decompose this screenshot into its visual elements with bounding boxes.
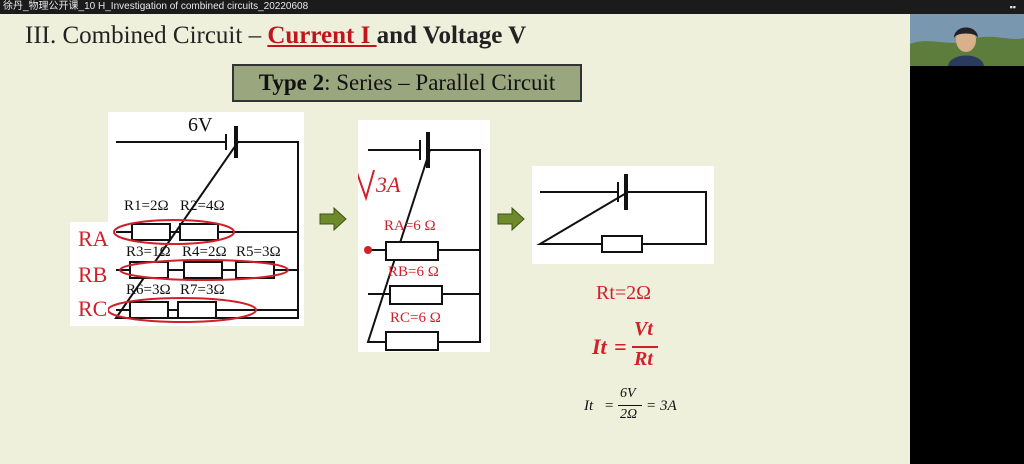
- window-title: 徐丹_物理公开课_10 H_Investigation of combined …: [3, 1, 309, 12]
- circuit-1-diagram: [108, 126, 299, 323]
- arrow-icon-1: [319, 206, 347, 232]
- window-titlebar: 徐丹_物理公开课_10 H_Investigation of combined …: [0, 0, 1024, 14]
- label-r6: R6=3Ω: [126, 282, 171, 298]
- circuit-3-panel: [532, 166, 714, 264]
- video-sidebar: [910, 14, 1024, 464]
- label-rb: RB=6 Ω: [388, 264, 439, 280]
- label-r5: R5=3Ω: [236, 244, 281, 260]
- battery-label-6v: 6V: [188, 114, 213, 136]
- type-label-box: Type 2: Series – Parallel Circuit: [232, 64, 582, 102]
- branch-label-c: RC: [78, 296, 108, 321]
- presenter-video-thumbnail[interactable]: [910, 14, 1024, 66]
- label-r2: R2=4Ω: [180, 198, 225, 214]
- branch-label-b: RB: [78, 262, 108, 287]
- presentation-slide: III. Combined Circuit – Current I and Vo…: [0, 14, 910, 464]
- arrow-icon-2: [497, 206, 525, 232]
- presenter-video-icon: [910, 14, 1024, 66]
- circuit-3-diagram: [536, 174, 707, 253]
- more-options-icon[interactable]: ▪▪: [1009, 2, 1016, 12]
- label-r4: R4=2Ω: [182, 244, 227, 260]
- slide-heading: III. Combined Circuit – Current I and Vo…: [25, 22, 527, 49]
- label-r7: R7=3Ω: [180, 282, 225, 298]
- branch-label-box: [70, 222, 108, 326]
- total-resistance-label: Rt=2Ω: [596, 282, 652, 304]
- label-rc: RC=6 Ω: [390, 310, 441, 326]
- label-ra: RA=6 Ω: [384, 218, 436, 234]
- label-r1: R1=2Ω: [124, 198, 169, 214]
- label-r3: R3=1Ω: [126, 244, 171, 260]
- circuit-2-diagram: [358, 132, 481, 351]
- ohms-law-formula: It = Vt Rt: [592, 318, 672, 374]
- heading-current: Current I: [267, 22, 377, 49]
- circuit-1-panel: 6V R1=2Ω R2=4Ω R3=1Ω R4=2Ω R5=3Ω R6=3Ω R…: [108, 112, 304, 326]
- heading-voltage: and Voltage V: [376, 22, 527, 49]
- current-calculation: It = 6V 2Ω = 3A: [584, 386, 677, 422]
- circuit-2-panel: 3A RA=6 Ω RB=6 Ω RC=6 Ω: [358, 120, 490, 352]
- branch-label-a: RA: [78, 226, 109, 251]
- annotation-3a: 3A: [376, 172, 401, 197]
